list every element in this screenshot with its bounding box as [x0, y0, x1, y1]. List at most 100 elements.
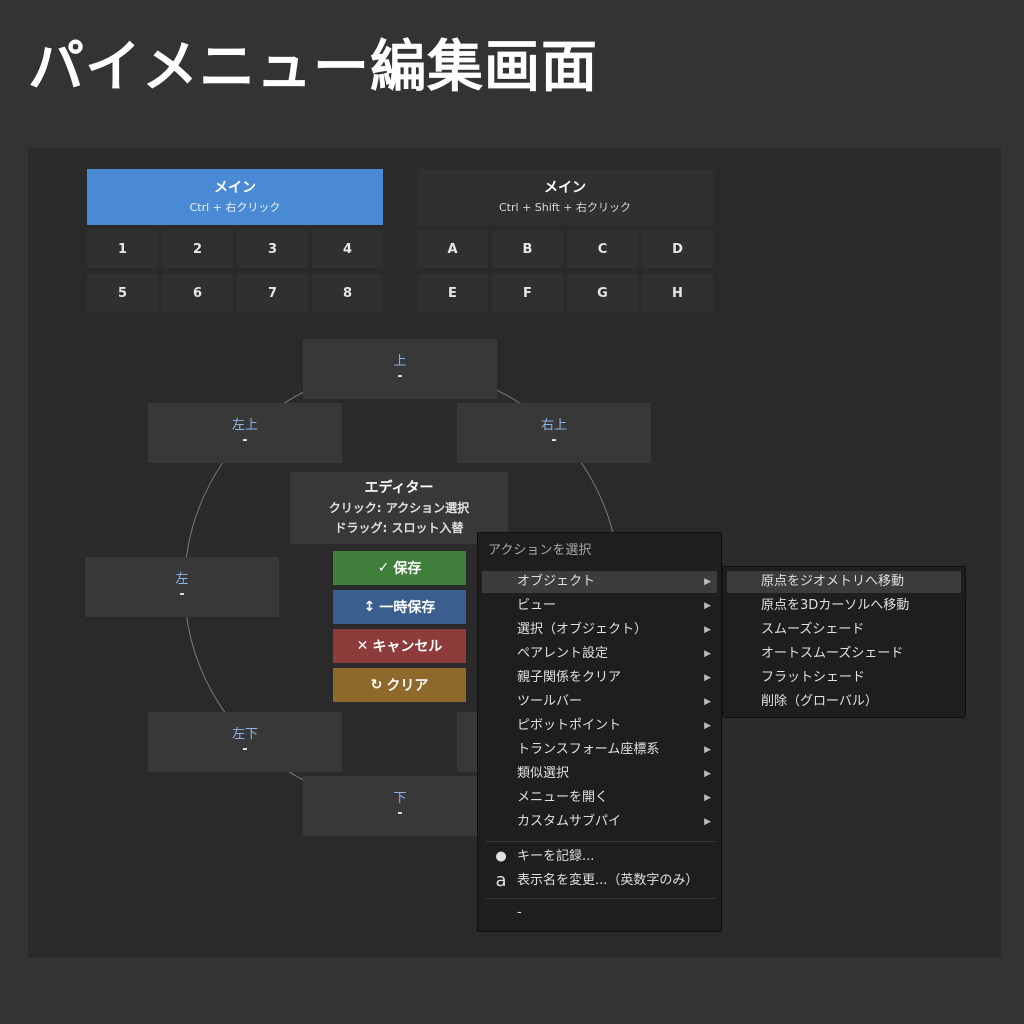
cancel-button-label: キャンセル [372, 639, 443, 655]
menu-item-toolbar[interactable]: ツールバー ▶ [482, 691, 717, 713]
slot-button[interactable]: 2 [162, 230, 233, 268]
triangle-right-icon: ▶ [704, 697, 711, 707]
menu-item-record-key[interactable]: ● キーを記録... [482, 846, 717, 868]
triangle-right-icon: ▶ [704, 649, 711, 659]
clear-button[interactable]: ↻ クリア [333, 668, 466, 702]
pie-slot-direction: 右上 [540, 418, 567, 433]
page-title: パイメニュー編集画面 [28, 35, 598, 100]
text-a-icon: a [495, 870, 507, 891]
menu-separator [486, 898, 715, 899]
slot-button[interactable]: D [642, 230, 713, 268]
triangle-right-icon: ▶ [704, 601, 711, 611]
checkmark-icon: ✓ [377, 560, 390, 576]
triangle-right-icon: ▶ [704, 769, 711, 779]
pie-slot-value: - [551, 433, 557, 448]
slot-button[interactable]: E [417, 274, 488, 312]
mode-tab-main[interactable]: メイン Ctrl + 右クリック [87, 169, 383, 225]
pie-slot-top[interactable]: 上 - [303, 339, 497, 399]
menu-item-label: 表示名を変更...（英数字のみ） [517, 873, 699, 888]
pie-slot-bottom[interactable]: 下 - [303, 776, 497, 836]
pie-slot-left[interactable]: 左 - [85, 557, 279, 617]
menu-item-view[interactable]: ビュー ▶ [482, 595, 717, 617]
mode-hotkey: Ctrl + Shift + 右クリック [499, 200, 631, 214]
triangle-right-icon: ▶ [704, 625, 711, 635]
refresh-icon: ↻ [370, 677, 383, 693]
triangle-right-icon: ▶ [704, 721, 711, 731]
pie-slot-value: - [397, 806, 403, 821]
pie-slot-top-left[interactable]: 左上 - [148, 403, 342, 463]
pie-slot-top-right[interactable]: 右上 - [457, 403, 651, 463]
menu-item-select[interactable]: 選択（オブジェクト） ▶ [482, 619, 717, 641]
menu-item-object[interactable]: オブジェクト ▶ [482, 571, 717, 593]
submenu-item-origin-to-cursor[interactable]: 原点を3Dカーソルへ移動 [761, 598, 910, 613]
pie-slot-value: - [397, 369, 403, 384]
mode-tab-main-shift[interactable]: メイン Ctrl + Shift + 右クリック [417, 169, 713, 225]
temp-save-button-label: 一時保存 [379, 600, 436, 616]
menu-item-pivot[interactable]: ピボットポイント ▶ [482, 715, 717, 737]
menu-item-label: カスタムサブパイ [517, 814, 622, 829]
slot-button[interactable]: A [417, 230, 488, 268]
slot-button[interactable]: G [567, 274, 638, 312]
slot-button[interactable]: 4 [312, 230, 383, 268]
submenu-item-auto-smooth[interactable]: オートスムーズシェード [761, 646, 904, 661]
triangle-right-icon: ▶ [704, 577, 711, 587]
mode-hotkey: Ctrl + 右クリック [189, 200, 281, 214]
slot-button[interactable]: F [492, 274, 563, 312]
object-submenu: 原点をジオメトリへ移動 原点を3Dカーソルへ移動 スムーズシェード オートスムー… [722, 566, 966, 718]
submenu-item-smooth-shade[interactable]: スムーズシェード [761, 622, 865, 637]
submenu-item-flat-shade[interactable]: フラットシェード [761, 670, 866, 685]
mode-name: メイン [544, 179, 586, 196]
menu-item-none[interactable]: - [482, 902, 717, 924]
cancel-button[interactable]: ✕ キャンセル [333, 629, 466, 663]
triangle-right-icon: ▶ [704, 817, 711, 827]
mode-name: メイン [214, 179, 256, 196]
temp-save-button[interactable]: ↕ 一時保存 [333, 590, 466, 624]
menu-item-label: ビュー [517, 598, 557, 613]
clear-button-label: クリア [386, 678, 429, 694]
pie-slot-value: - [242, 433, 248, 448]
menu-item-select-similar[interactable]: 類似選択 ▶ [482, 763, 717, 785]
menu-item-custom-subpie[interactable]: カスタムサブパイ ▶ [482, 811, 717, 833]
slot-button[interactable]: 1 [87, 230, 158, 268]
slot-button[interactable]: 7 [237, 274, 308, 312]
menu-item-label: 選択（オブジェクト） [517, 622, 648, 637]
pie-slot-direction: 下 [393, 791, 407, 806]
pie-slot-bottom-left[interactable]: 左下 - [148, 712, 342, 772]
menu-separator [486, 841, 715, 842]
slot-button[interactable]: 6 [162, 274, 233, 312]
menu-item-label: トランスフォーム座標系 [517, 742, 660, 757]
menu-item-transform-orientation[interactable]: トランスフォーム座標系 ▶ [482, 739, 717, 761]
pie-slot-direction: 左 [175, 572, 189, 587]
editor-hint-click: クリック: アクション選択 [328, 501, 470, 515]
pie-slot-value: - [242, 742, 248, 757]
menu-item-rename[interactable]: a 表示名を変更...（英数字のみ） [482, 870, 717, 892]
menu-item-clear-parent[interactable]: 親子関係をクリア ▶ [482, 667, 717, 689]
triangle-right-icon: ▶ [704, 673, 711, 683]
menu-item-label: - [517, 905, 522, 920]
menu-item-label: 親子関係をクリア [517, 670, 622, 685]
pie-slot-direction: 上 [393, 354, 407, 369]
pie-slot-direction: 左上 [231, 418, 258, 433]
submenu-item-delete-global[interactable]: 削除（グローバル） [761, 694, 878, 709]
menu-item-label: オブジェクト [517, 574, 596, 589]
save-button-label: 保存 [393, 561, 422, 577]
menu-item-parent[interactable]: ペアレント設定 ▶ [482, 643, 717, 665]
slot-button[interactable]: H [642, 274, 713, 312]
menu-item-label: 類似選択 [517, 766, 570, 781]
pie-slot-value: - [179, 587, 185, 602]
slot-button[interactable]: 5 [87, 274, 158, 312]
submenu-item-origin-to-geometry[interactable]: 原点をジオメトリへ移動 [727, 571, 961, 593]
action-menu: アクションを選択 オブジェクト ▶ ビュー ▶ 選択（オブジェクト） ▶ ペアレ… [477, 532, 722, 932]
slot-button[interactable]: C [567, 230, 638, 268]
menu-item-label: キーを記録... [517, 849, 595, 864]
triangle-right-icon: ▶ [704, 793, 711, 803]
slot-button[interactable]: B [492, 230, 563, 268]
save-button[interactable]: ✓ 保存 [333, 551, 466, 585]
menu-item-open-menu[interactable]: メニューを開く ▶ [482, 787, 717, 809]
slot-button[interactable]: 3 [237, 230, 308, 268]
editor-hint-drag: ドラッグ: スロット入替 [334, 521, 464, 535]
slot-button[interactable]: 8 [312, 274, 383, 312]
action-menu-title: アクションを選択 [488, 543, 592, 558]
dot-icon: ● [495, 849, 507, 864]
triangle-right-icon: ▶ [704, 745, 711, 755]
